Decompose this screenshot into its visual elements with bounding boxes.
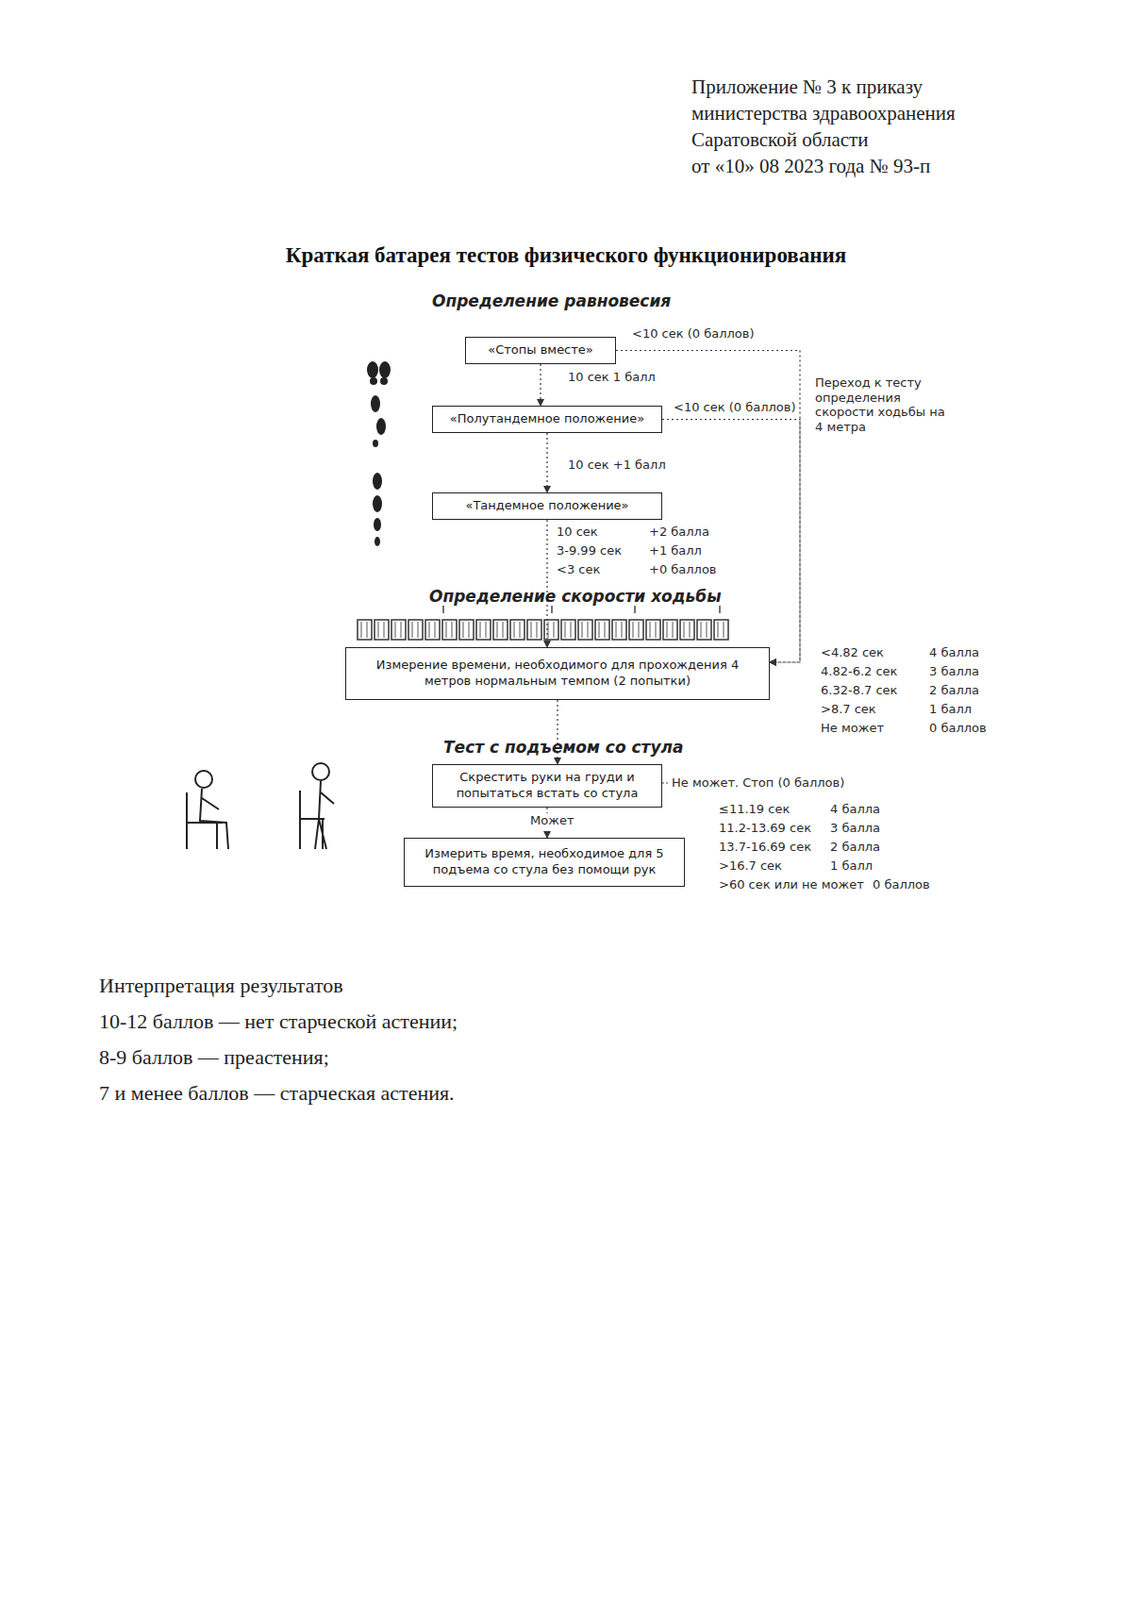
score-time: 11.2-13.69 сек — [718, 820, 812, 836]
score-points: 1 балл — [830, 858, 873, 874]
foot-icons — [366, 361, 391, 547]
score-time: 10 сек — [556, 524, 599, 540]
section-heading: Тест с подъемом со стула — [443, 737, 683, 757]
edge-label: 10 сек 1 балл — [566, 369, 658, 385]
score-time: >16.7 сек — [718, 858, 783, 874]
edge-label: <10 сек (0 баллов) — [630, 326, 756, 342]
score-time: >60 сек или не может — [718, 877, 865, 893]
process-box: «Стопы вместе» — [465, 336, 616, 365]
score-points: 3 балла — [830, 820, 881, 836]
stop-note: Не может. Стоп (0 баллов) — [671, 775, 845, 791]
process-box: «Тандемное положение» — [432, 492, 663, 520]
header-line: Саратовской области — [691, 128, 868, 152]
edge-label: 10 сек +1 балл — [566, 457, 668, 473]
note: Переход к тесту определения скорости ход… — [815, 375, 957, 434]
process-box: Скрестить руки на груди и попытаться вст… — [432, 764, 663, 808]
interpretation-line: 7 и менее баллов — старческая астения. — [99, 1081, 455, 1106]
section-heading: Определение скорости ходьбы — [429, 586, 722, 606]
score-time: 13.7-16.69 сек — [718, 839, 812, 855]
header-line: министерства здравоохранения — [691, 101, 956, 126]
process-box: Измерить время, необходимое для 5 подъем… — [403, 837, 685, 887]
score-points: +0 баллов — [649, 562, 717, 578]
flow-connector — [546, 519, 548, 648]
flow-connector — [539, 364, 541, 406]
score-points: 4 балла — [830, 801, 881, 817]
score-time: Не может — [820, 720, 884, 736]
score-time: 6.32-8.7 сек — [820, 682, 898, 699]
interpretation-line: 8-9 баллов — преастения; — [99, 1045, 330, 1070]
score-points: 2 балла — [929, 682, 980, 699]
score-time: 3-9.99 сек — [556, 543, 622, 559]
flow-connector — [662, 419, 800, 664]
walkway-strip — [356, 618, 731, 642]
box-text: Скрестить руки на груди и попытаться вст… — [440, 769, 654, 802]
section-heading: Определение равновесия — [432, 291, 671, 311]
process-box: Измерение времени, необходимого для прох… — [345, 647, 770, 700]
interpretation-line: 10-12 баллов — нет старческой астении; — [99, 1009, 458, 1034]
flow-connector — [546, 432, 548, 493]
chair-figure-sitting — [186, 770, 229, 849]
box-text: Измерить время, необходимое для 5 подъем… — [412, 846, 677, 879]
score-time: 4.82-6.2 сек — [820, 664, 898, 680]
score-points: +2 балла — [649, 524, 710, 540]
edge-label: <10 сек (0 баллов) — [671, 399, 798, 416]
edge-label: Может — [528, 813, 576, 829]
box-text: «Стопы вместе» — [487, 342, 594, 359]
score-time: <3 сек — [556, 562, 600, 578]
box-text: «Полутандемное положение» — [449, 411, 645, 428]
score-time: ≤11.19 сек — [718, 801, 790, 817]
box-text: «Тандемное положение» — [465, 498, 629, 515]
header-line: от «10» 08 2023 года № 93-п — [691, 154, 931, 179]
score-points: 1 балл — [929, 701, 972, 717]
score-points: 0 баллов — [872, 877, 931, 893]
chair-figure-standing — [299, 763, 334, 849]
process-box: «Полутандемное положение» — [432, 405, 663, 433]
score-time: >8.7 сек — [820, 701, 877, 717]
score-points: 2 балла — [830, 839, 881, 855]
score-points: +1 балл — [649, 543, 702, 559]
page-title: Краткая батарея тестов физического функц… — [0, 242, 1132, 269]
header-line: Приложение № 3 к приказу — [691, 75, 923, 100]
walkway-ticks — [443, 605, 720, 614]
score-points: 4 балла — [929, 645, 980, 661]
interpretation-heading: Интерпретация результатов — [99, 973, 344, 999]
score-time: <4.82 сек — [820, 645, 884, 661]
score-points: 0 баллов — [929, 720, 987, 736]
box-text: Измерение времени, необходимого для прох… — [353, 657, 762, 690]
stop-leader — [662, 782, 668, 784]
score-points: 3 балла — [929, 664, 980, 680]
